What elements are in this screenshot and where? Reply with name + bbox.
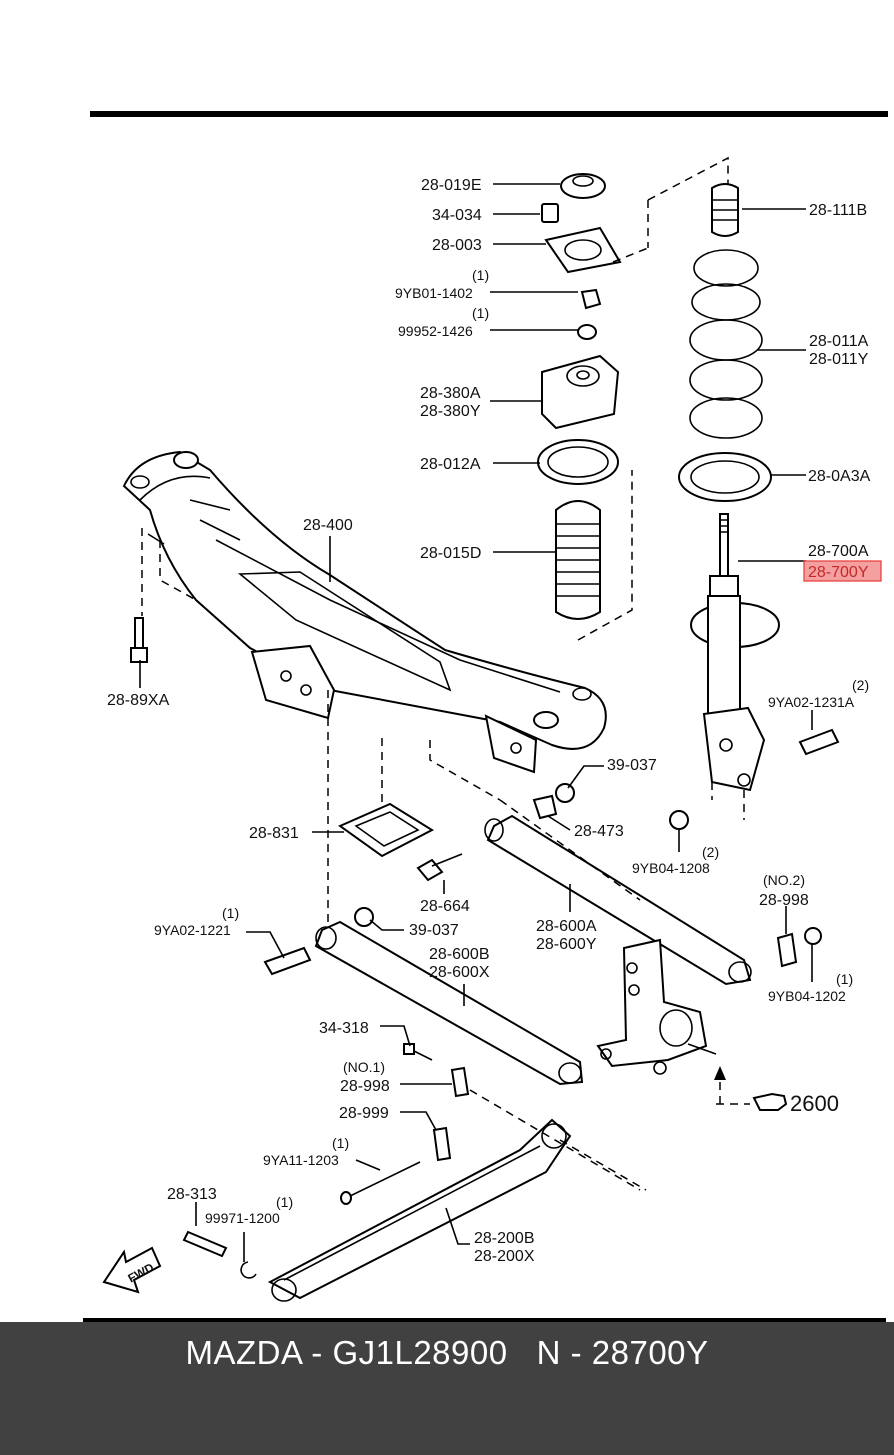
callout-28-200X: 28-200X [474, 1248, 535, 1265]
callout-28-600X: 28-600X [429, 964, 490, 981]
callout-28-003: 28-003 [432, 237, 482, 254]
callout-99952-1426: 99952-1426 [398, 323, 473, 339]
callout-9YB04-1208: 9YB04-1208 [632, 860, 710, 876]
callout-28-011Y: 28-011Y [809, 351, 869, 368]
callout-28-015D: 28-015D [420, 545, 481, 562]
bottom-border-line [83, 1318, 886, 1322]
callout-39-037-lower: 39-037 [409, 922, 459, 939]
callout-2600: 2600 [790, 1091, 839, 1116]
highlight-box [803, 560, 882, 582]
crossmember [122, 450, 607, 774]
callout-28-111B: 28-111B [809, 202, 867, 219]
callout-28-999: 28-999 [339, 1105, 389, 1122]
callout-28-313: 28-313 [167, 1186, 217, 1203]
part-number-caption: MAZDA - GJ1L28900 N - 28700Y [185, 1334, 709, 1371]
callout-34-318: 34-318 [319, 1020, 369, 1037]
callout-28-380Y: 28-380Y [420, 403, 481, 420]
callout-qty: (1) [276, 1194, 293, 1210]
callout-28-700Y-highlighted: 28-700Y [808, 564, 869, 581]
fwd-arrow: FWD [102, 1246, 162, 1294]
callout-qty: (1) [472, 267, 489, 283]
callout-28-831: 28-831 [249, 825, 299, 842]
hand-pointer-icon [752, 1092, 788, 1111]
callout-9YA11-1203: 9YA11-1203 [263, 1152, 339, 1168]
callout-28-400: 28-400 [303, 517, 353, 534]
lower-links [182, 690, 840, 1302]
callout-34-034: 34-034 [432, 207, 482, 224]
callout-28-019E: 28-019E [421, 177, 482, 194]
spring-strut-assembly [577, 156, 780, 820]
callout-99971-1200: 99971-1200 [205, 1210, 280, 1226]
callout-9YB04-1202: 9YB04-1202 [768, 988, 846, 1004]
callout-28-380A: 28-380A [420, 385, 481, 402]
callout-no1: (NO.1) [343, 1059, 385, 1075]
leader-lines [139, 183, 813, 1262]
callout-28-600Y: 28-600Y [536, 936, 597, 953]
callout-28-600A: 28-600A [536, 918, 597, 935]
callout-qty: (1) [836, 971, 853, 987]
callout-no2: (NO.2) [763, 872, 805, 888]
callout-9YA02-1231A: 9YA02-1231A [768, 694, 855, 710]
callout-28-011A: 28-011A [809, 333, 869, 350]
strut-mount-stack [537, 173, 622, 620]
callout-28-700A: 28-700A [808, 543, 869, 560]
callout-28-200B: 28-200B [474, 1230, 535, 1247]
callout-qty: (2) [852, 677, 869, 693]
parts-diagram: FWD [83, 111, 888, 1322]
footer-bar [0, 1322, 894, 1455]
callout-28-0A3A: 28-0A3A [808, 468, 871, 485]
callout-qty: (1) [472, 305, 489, 321]
callout-qty: (2) [702, 844, 719, 860]
callout-28-998-no2: 28-998 [759, 892, 809, 909]
callout-28-473: 28-473 [574, 823, 624, 840]
callout-28-998-no1: 28-998 [340, 1078, 390, 1095]
callout-9YA02-1221: 9YA02-1221 [154, 922, 231, 938]
top-border-line [90, 111, 888, 117]
callout-28-89XA: 28-89XA [107, 692, 170, 709]
callout-39-037-upper: 39-037 [607, 757, 657, 774]
callout-labels: 28-019E 34-034 28-003 (1) 9YB01-1402 (1)… [107, 177, 882, 1265]
callout-qty: (1) [332, 1135, 349, 1151]
callout-9YB01-1402: 9YB01-1402 [395, 285, 473, 301]
callout-28-600B: 28-600B [429, 946, 490, 963]
callout-qty: (1) [222, 905, 239, 921]
callout-28-012A: 28-012A [420, 456, 481, 473]
callout-28-664: 28-664 [420, 898, 470, 915]
